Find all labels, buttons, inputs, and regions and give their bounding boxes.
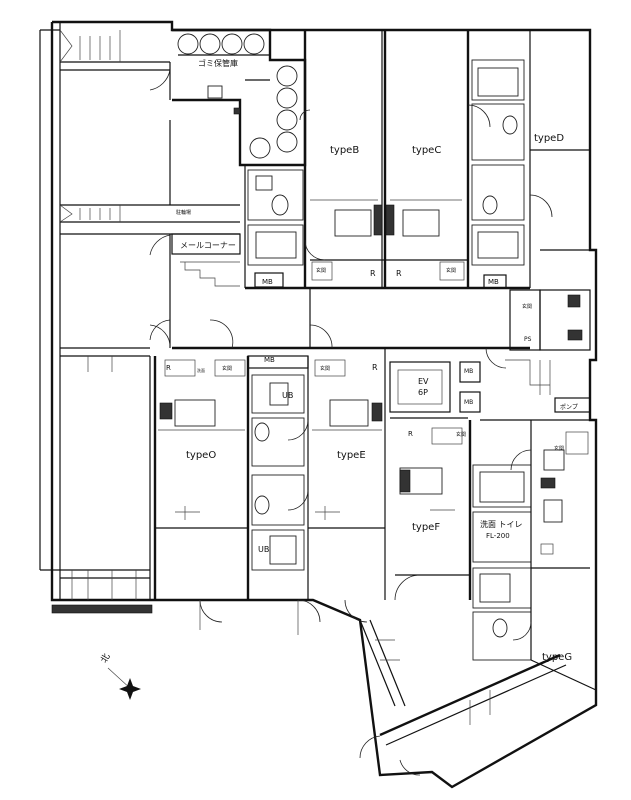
unit-typeE: [297, 359, 385, 635]
label-mail: メールコーナー: [180, 241, 236, 250]
garbage-room: [172, 28, 307, 167]
label-wash-toilet: 洗面 トイレ: [480, 519, 523, 529]
outer-walls: [39, 20, 598, 789]
label-typeD: typeD: [534, 133, 564, 144]
unit-typeF: [394, 420, 472, 601]
baths-middle: [247, 355, 309, 600]
label-ps: PS: [524, 336, 532, 343]
label-mb-1: MB: [262, 278, 273, 286]
label-entrance-4: 玄関: [320, 365, 330, 372]
label-mb-2: MB: [488, 278, 499, 286]
unit-typeG: [359, 567, 597, 776]
top-units: [244, 30, 590, 290]
unit-typeO: [153, 356, 250, 630]
label-typeB: typeB: [330, 145, 359, 156]
label-ev-cap: 6P: [418, 388, 428, 397]
baths-right: [472, 420, 589, 661]
label-entrance-1: 玄関: [316, 267, 326, 274]
label-r-3: R: [372, 363, 378, 372]
label-typeE: typeE: [337, 450, 366, 461]
label-garbage: ゴミ保管庫: [198, 58, 238, 68]
label-r-2: R: [396, 269, 402, 278]
label-entrance-2: 玄関: [446, 267, 456, 274]
compass-star-icon: [119, 678, 141, 700]
label-r-4: R: [166, 364, 171, 372]
label-bike: 駐輪場: [176, 209, 191, 216]
label-r-5: R: [408, 430, 413, 438]
label-typeG: typeG: [542, 652, 572, 663]
label-floor-level: FL-200: [486, 532, 510, 540]
label-entrance-5: 玄関: [456, 431, 466, 438]
corridor: [149, 288, 530, 600]
label-pump: ポンプ: [560, 403, 578, 411]
label-kitchen-1: 洗面: [197, 367, 205, 373]
compass: 北: [99, 652, 141, 700]
label-mb-4: MB: [464, 368, 473, 375]
compass-north-label: 北: [99, 652, 113, 665]
label-r-1: R: [370, 269, 376, 278]
label-typeC: typeC: [412, 145, 441, 156]
mail-corner: [171, 233, 241, 287]
label-typeF: typeF: [412, 522, 440, 533]
label-ub-2: UB: [258, 545, 269, 554]
label-ub-1: UB: [282, 391, 293, 400]
labels: ゴミ保管庫 駐輪場 メールコーナー typeB typeC typeD type…: [166, 58, 578, 663]
label-mb-3: MB: [264, 356, 275, 364]
label-typeO: typeO: [186, 450, 216, 461]
label-entrance-6: 玄関: [522, 303, 532, 310]
label-mb-5: MB: [464, 399, 473, 406]
label-ev: EV: [418, 377, 429, 386]
right-core: [480, 289, 596, 421]
left-balcony: [59, 29, 240, 600]
label-entrance-7: 玄関: [554, 445, 564, 452]
label-entrance-3: 玄関: [222, 365, 232, 372]
